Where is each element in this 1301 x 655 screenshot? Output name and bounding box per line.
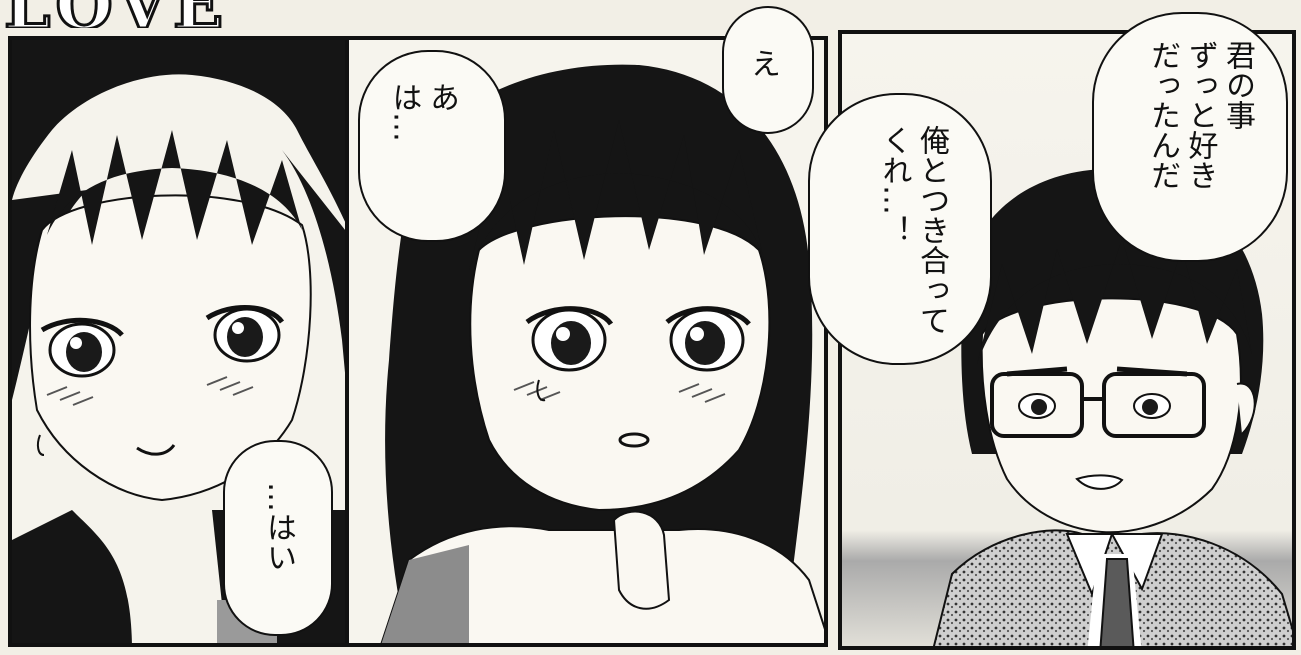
speech-bubble-a-ha: あ は…: [358, 50, 506, 242]
speech-text: え: [745, 48, 780, 78]
speech-text: あ は…: [386, 82, 460, 142]
speech-bubble-tsukiatte: 俺とつき合って くれ…！: [808, 93, 992, 365]
speech-text: 君の事 ずっと好き だったんだ: [1145, 40, 1255, 190]
speech-text: …はい: [261, 482, 296, 572]
speech-text: 俺とつき合って くれ…！: [876, 125, 950, 335]
speech-bubble-hai: …はい: [223, 440, 333, 636]
title-logo: LOVE: [2, 0, 228, 28]
panel-1: [8, 36, 349, 647]
panel-1-art: [12, 40, 345, 643]
speech-bubble-suki: 君の事 ずっと好き だったんだ: [1092, 12, 1288, 262]
title-banner: LOVE: [0, 0, 370, 28]
speech-bubble-e: え: [722, 6, 814, 134]
